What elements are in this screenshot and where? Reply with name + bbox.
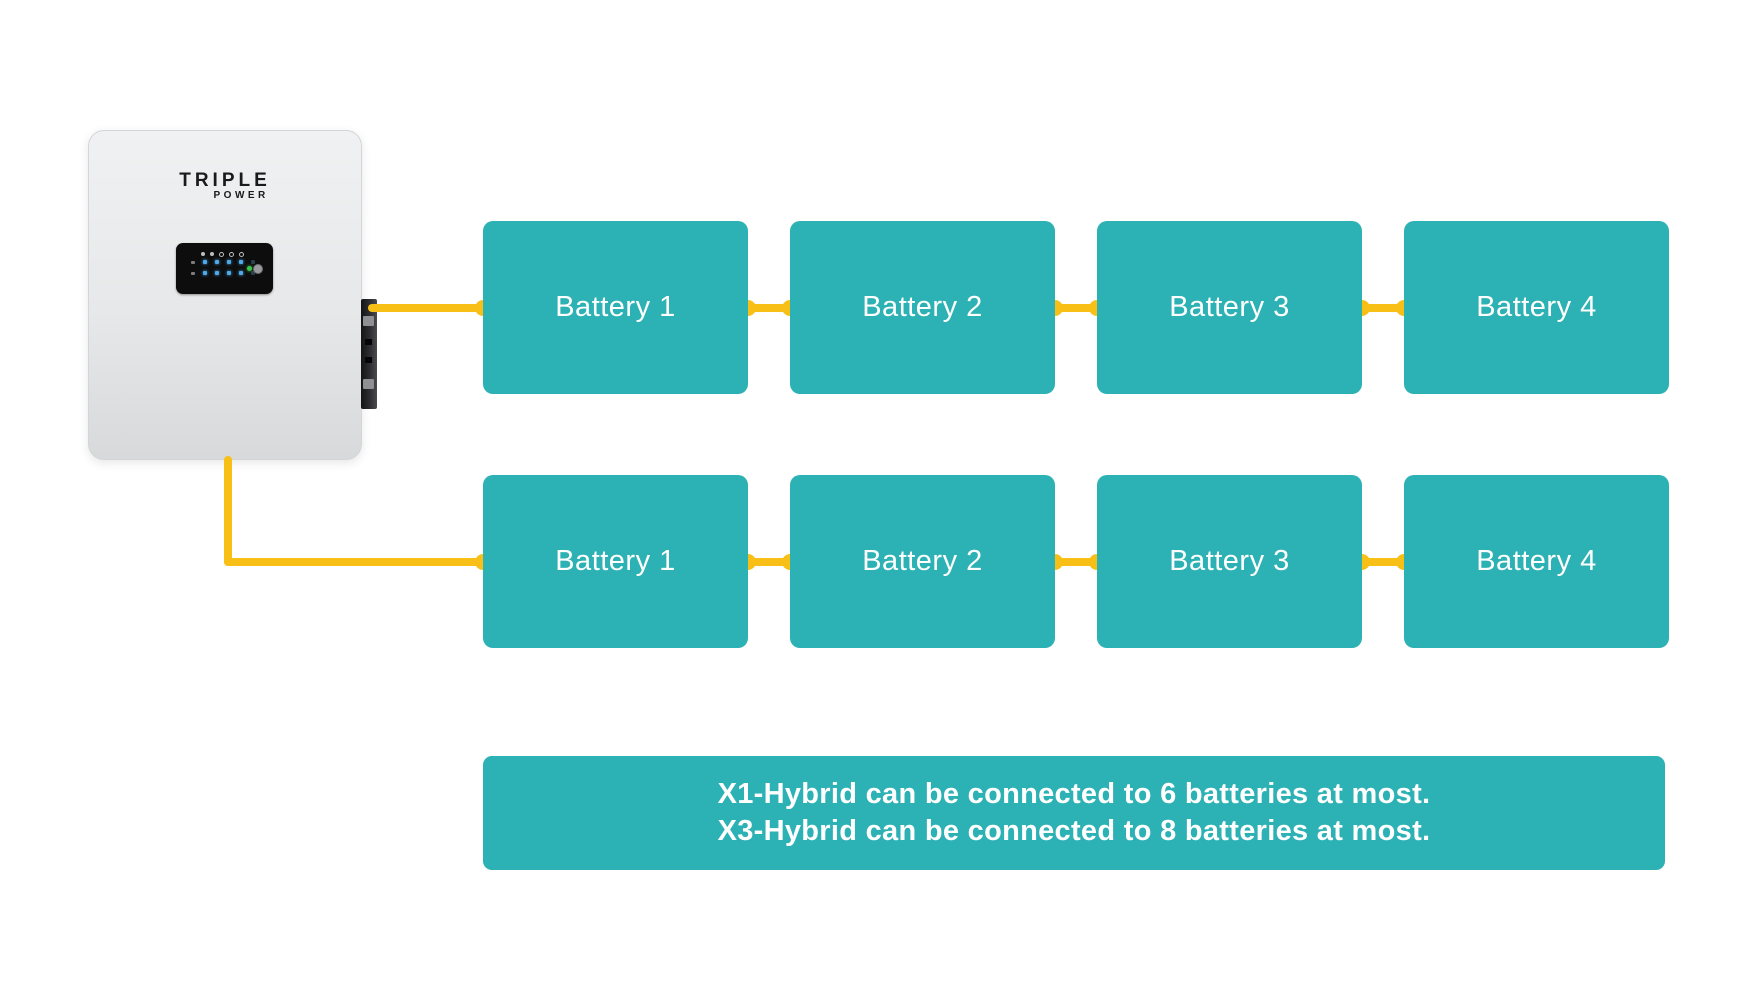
cable-inverter-to-string2	[224, 558, 485, 566]
blue-led	[227, 260, 231, 264]
brand-logo: TRIPLE POWER	[89, 170, 361, 203]
status-icon	[219, 252, 224, 257]
blue-led	[227, 271, 231, 275]
status-icon	[229, 252, 234, 257]
terminal-slot	[365, 339, 372, 345]
power-status-led	[247, 266, 252, 271]
brand-logo-subtext: POWER	[213, 190, 269, 201]
led-row-label	[191, 260, 195, 264]
battery-block-row2-2: Battery 2	[790, 475, 1055, 648]
battery-label: Battery 2	[862, 545, 983, 577]
battery-label: Battery 3	[1169, 545, 1290, 577]
battery-label: Battery 1	[555, 545, 676, 577]
battery-block-row1-1: Battery 1	[483, 221, 748, 394]
battery-block-row1-2: Battery 2	[790, 221, 1055, 394]
terminal-slot	[365, 357, 372, 363]
status-icon	[210, 252, 214, 256]
terminal-clip	[363, 316, 374, 326]
soc-led-row-1	[191, 260, 255, 264]
cable-device-drop-vertical	[224, 456, 232, 566]
note-banner: X1-Hybrid can be connected to 6 batterie…	[483, 756, 1665, 870]
dim-led	[251, 260, 255, 264]
blue-led	[239, 260, 243, 264]
blue-led	[203, 260, 207, 264]
cable-string1-link-3-4	[1360, 304, 1406, 312]
status-icon	[239, 252, 244, 257]
dim-led	[251, 271, 255, 275]
terminal-clip	[363, 379, 374, 389]
led-display-panel	[176, 243, 273, 294]
note-line-1: X1-Hybrid can be connected to 6 batterie…	[717, 778, 1431, 810]
blue-led	[215, 260, 219, 264]
triple-power-unit: TRIPLE POWER	[88, 130, 362, 460]
battery-label: Battery 4	[1476, 545, 1597, 577]
status-icon	[201, 252, 205, 256]
battery-block-row2-1: Battery 1	[483, 475, 748, 648]
battery-terminal-block	[361, 299, 377, 409]
battery-label: Battery 2	[862, 291, 983, 323]
panel-button	[253, 264, 263, 274]
note-line-2: X3-Hybrid can be connected to 8 batterie…	[717, 815, 1431, 847]
battery-block-row2-4: Battery 4	[1404, 475, 1669, 648]
cable-string1-link-1-2	[746, 304, 792, 312]
blue-led	[215, 271, 219, 275]
soc-led-row-2	[191, 271, 255, 275]
battery-block-row1-3: Battery 3	[1097, 221, 1362, 394]
battery-label: Battery 1	[555, 291, 676, 323]
panel-status-icons	[201, 252, 244, 257]
cable-inverter-to-string1	[368, 304, 485, 312]
led-row-label	[191, 271, 195, 275]
cable-string2-link-2-3	[1053, 558, 1099, 566]
cable-string1-link-2-3	[1053, 304, 1099, 312]
battery-label: Battery 3	[1169, 291, 1290, 323]
battery-block-row2-3: Battery 3	[1097, 475, 1362, 648]
blue-led	[203, 271, 207, 275]
battery-block-row1-4: Battery 4	[1404, 221, 1669, 394]
cable-string2-link-1-2	[746, 558, 792, 566]
blue-led	[239, 271, 243, 275]
cable-string2-link-3-4	[1360, 558, 1406, 566]
battery-label: Battery 4	[1476, 291, 1597, 323]
brand-logo-text: TRIPLE	[179, 170, 271, 191]
